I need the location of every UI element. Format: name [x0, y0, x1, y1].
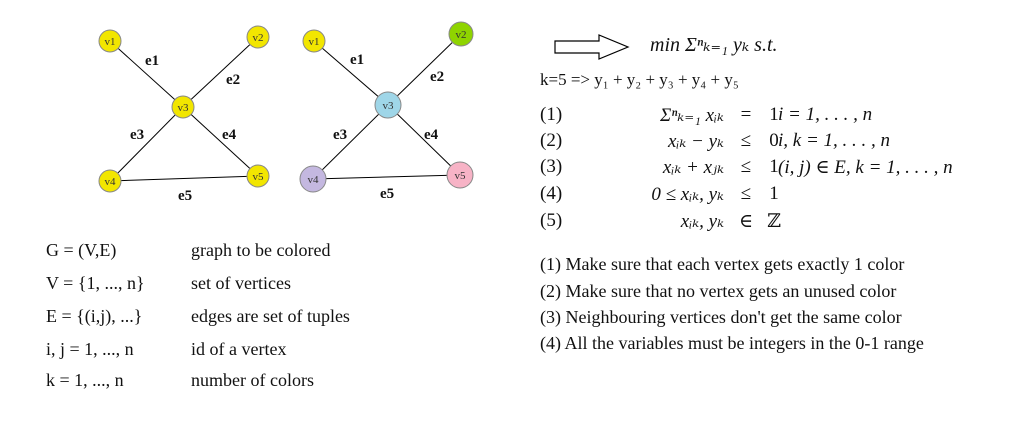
- definition-symbol: E = {(i,j), ...}: [46, 306, 143, 326]
- edge-label: e2: [226, 72, 240, 88]
- definition-symbol: V = {1, ..., n}: [46, 273, 145, 293]
- constraint-rhs: 1: [769, 183, 779, 204]
- vertex: [98, 29, 122, 53]
- definition-row: k = 1, ..., n number of colors: [46, 370, 446, 396]
- constraint-row: (4) 0 ≤ xᵢₖ, yₖ ≤ 1: [540, 183, 1020, 207]
- definition-row: G = (V,E) graph to be colored: [46, 240, 446, 266]
- definition-description: graph to be colored: [191, 240, 331, 260]
- constraint-relation: ∈: [738, 211, 754, 232]
- constraint-condition: i = 1, . . . , n: [778, 104, 873, 125]
- constraint-number: (3): [540, 156, 563, 177]
- edge-line: [387, 33, 462, 106]
- edge-label: e1: [350, 52, 364, 68]
- vertex: [246, 25, 270, 49]
- vertex: [171, 95, 195, 119]
- edge-line: [312, 104, 389, 180]
- vertex-label: v5: [253, 171, 265, 183]
- constraint-number: (5): [540, 210, 563, 231]
- edge-line: [313, 40, 389, 106]
- vertex-label: v2: [253, 32, 264, 44]
- vertex-label: v4: [308, 174, 320, 186]
- constraint-rhs: ℤ: [767, 211, 781, 232]
- edge-label: e5: [380, 186, 394, 202]
- constraint-lhs: Σⁿₖ₌₁ xᵢₖ: [660, 105, 724, 126]
- constraint-relation: =: [740, 104, 752, 125]
- constraint-condition: (i, j) ∈ E, k = 1, . . . , n: [778, 157, 953, 178]
- graph-left: e1 e2 e3 e4 e5 v1 v2 v3 v4 v5: [98, 25, 270, 204]
- vertex-label: v4: [105, 176, 117, 188]
- constraint-row: (3) xᵢₖ + xⱼₖ ≤ 1 (i, j) ∈ E, k = 1, . .…: [540, 156, 1020, 180]
- definition-symbol: i, j = 1, ..., n: [46, 339, 134, 359]
- vertex-label: v3: [178, 102, 190, 114]
- constraint-rhs: 0: [769, 130, 779, 151]
- note-item: (1) Make sure that each vertex gets exac…: [540, 254, 905, 274]
- edge-label: e3: [130, 127, 144, 143]
- constraint-number: (2): [540, 130, 563, 151]
- vertex-label: v1: [309, 36, 320, 48]
- edge-line: [109, 175, 259, 182]
- note-item: (4) All the variables must be integers i…: [540, 333, 924, 353]
- edge-label: e5: [178, 188, 192, 204]
- definition-description: number of colors: [191, 370, 314, 390]
- edge-label: e4: [424, 127, 439, 143]
- edge-label: e3: [333, 127, 347, 143]
- k-equals-five-line: k=5 => y₁ + y₂ + y₃ + y₄ + y₅: [540, 70, 739, 89]
- definition-description: set of vertices: [191, 273, 291, 293]
- edge-label: e4: [222, 127, 237, 143]
- vertex: [446, 161, 474, 189]
- edge-line: [182, 106, 259, 177]
- definition-description: edges are set of tuples: [191, 306, 350, 326]
- constraint-lhs: xᵢₖ − yₖ: [667, 131, 724, 152]
- edge-line: [109, 40, 184, 108]
- graph-right: e1 e2 e3 e4 e5 v1 v2 v3 v4 v5: [299, 21, 474, 202]
- definition-symbol: G = (V,E): [46, 240, 117, 260]
- vertex-label: v1: [105, 36, 116, 48]
- graphs-diagram: e1 e2 e3 e4 e5 v1 v2 v3 v4 v5 e1 e2 e3 e…: [98, 21, 474, 204]
- constraint-rhs: 1: [769, 156, 779, 177]
- definition-row: V = {1, ..., n} set of vertices: [46, 273, 446, 299]
- note-item: (2) Make sure that no vertex gets an unu…: [540, 281, 897, 301]
- edge-line: [387, 104, 461, 176]
- definition-description: id of a vertex: [191, 339, 287, 359]
- vertex: [98, 169, 122, 193]
- vertex: [299, 165, 327, 193]
- vertex-label: v3: [383, 100, 395, 112]
- constraint-relation: ≤: [740, 156, 752, 177]
- vertex-label: v2: [456, 29, 467, 41]
- vertex: [448, 21, 474, 47]
- constraint-condition: i, k = 1, . . . , n: [778, 130, 891, 151]
- objective-function: min Σⁿₖ₌₁ yₖ s.t.: [650, 34, 778, 56]
- definition-row: i, j = 1, ..., n id of a vertex: [46, 339, 446, 365]
- edge-line: [312, 174, 461, 180]
- constraint-row: (5) xᵢₖ, yₖ ∈ ℤ: [540, 210, 1020, 234]
- edge-label: e1: [145, 53, 159, 69]
- definition-symbol: k = 1, ..., n: [46, 370, 124, 390]
- note-item: (3) Neighbouring vertices don't get the …: [540, 307, 902, 327]
- constraint-relation: ≤: [740, 183, 752, 204]
- definition-row: E = {(i,j), ...} edges are set of tuples: [46, 306, 446, 332]
- constraint-rhs: 1: [769, 104, 779, 125]
- arrow-right-icon: [554, 34, 630, 60]
- constraint-relation: ≤: [740, 130, 752, 151]
- vertex: [374, 91, 402, 119]
- vertex: [302, 29, 326, 53]
- constraints-list: (1) Σⁿₖ₌₁ xᵢₖ = 1 i = 1, . . . , n (2) x…: [540, 104, 1020, 244]
- edge-label: e2: [430, 69, 444, 85]
- constraint-number: (1): [540, 104, 563, 125]
- edge-line: [182, 36, 259, 108]
- constraint-lhs: xᵢₖ, yₖ: [680, 211, 724, 232]
- constraint-row: (2) xᵢₖ − yₖ ≤ 0 i, k = 1, . . . , n: [540, 130, 1020, 154]
- edge-line: [109, 106, 184, 182]
- constraint-row: (1) Σⁿₖ₌₁ xᵢₖ = 1 i = 1, . . . , n: [540, 104, 1020, 128]
- vertex: [246, 164, 270, 188]
- constraint-number: (4): [540, 183, 563, 204]
- constraint-lhs: 0 ≤ xᵢₖ, yₖ: [651, 184, 724, 205]
- constraint-lhs: xᵢₖ + xⱼₖ: [662, 157, 724, 178]
- vertex-label: v5: [455, 170, 467, 182]
